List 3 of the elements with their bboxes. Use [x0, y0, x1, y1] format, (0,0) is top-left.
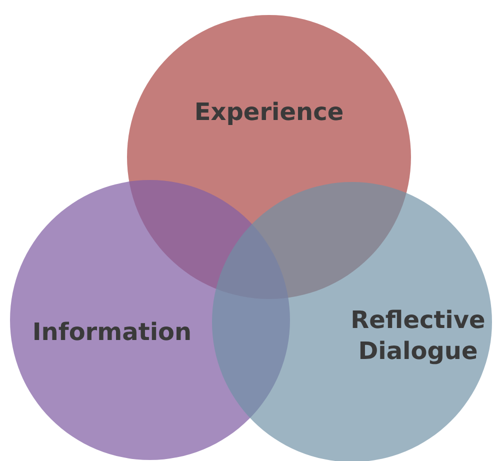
circle-label: Reflective Dialogue [350, 305, 486, 368]
circle-label: Information [31, 316, 193, 348]
circle-label: Experience [193, 96, 345, 128]
